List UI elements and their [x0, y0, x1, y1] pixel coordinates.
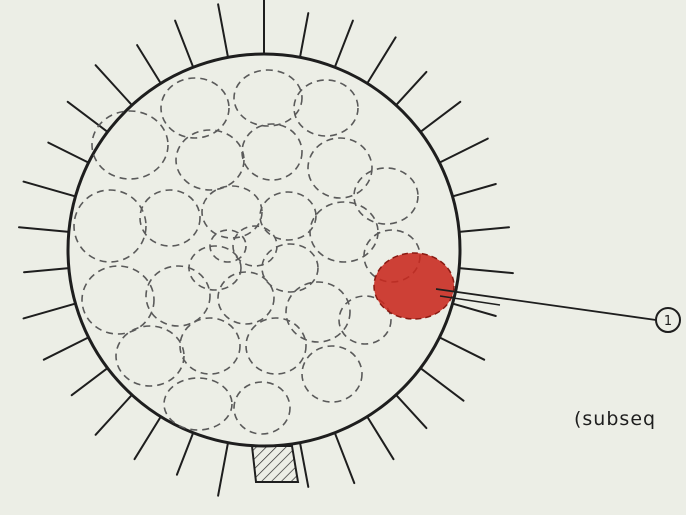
spike-line [68, 102, 108, 132]
callout-marker-number: 1 [664, 314, 672, 329]
spike-line [135, 417, 161, 460]
spike-line [396, 72, 426, 105]
dashed-cell [176, 130, 244, 190]
spike-line [24, 304, 76, 319]
spike-line [335, 21, 353, 68]
dashed-cell [260, 192, 316, 240]
spike-line [48, 143, 88, 163]
spike-line [175, 21, 193, 68]
spike-line [420, 102, 460, 132]
dashed-cell [189, 246, 241, 290]
spike-line [300, 443, 308, 487]
spike-line [440, 139, 488, 163]
radiating-spikes [19, 0, 513, 496]
dashed-cell [202, 186, 262, 238]
spike-line [24, 182, 76, 197]
dashed-inner-cells [74, 70, 420, 434]
spike-line [453, 184, 496, 196]
dashed-cell [82, 266, 154, 334]
dashed-cell [180, 318, 240, 374]
highlighted-cell [374, 253, 454, 319]
dashed-cell [354, 168, 418, 224]
main-circle-outline [68, 54, 460, 446]
spike-line [218, 4, 228, 57]
dashed-cell [308, 138, 372, 198]
dashed-cell [294, 80, 358, 136]
spike-line [453, 304, 496, 316]
dashed-cell [92, 111, 168, 179]
spike-line [96, 395, 132, 435]
dashed-cell [234, 382, 290, 434]
dashed-cell [161, 78, 229, 138]
dashed-cell [310, 202, 378, 262]
dashed-cell [164, 378, 232, 430]
spike-line [137, 45, 161, 83]
dashed-cell [233, 226, 277, 266]
spike-line [44, 337, 89, 359]
spike-line [19, 227, 69, 232]
dashed-cell [302, 346, 362, 402]
dashed-cell [74, 190, 146, 262]
spike-line [459, 227, 509, 232]
callout-leader-line [436, 289, 656, 320]
spike-line [396, 395, 426, 428]
spike-line [218, 443, 228, 496]
spike-line [367, 417, 393, 460]
dashed-cell [140, 190, 200, 246]
dashed-cell [262, 244, 318, 292]
hatched-stalk [252, 446, 298, 482]
spike-line [300, 13, 308, 57]
spike-line [96, 65, 132, 105]
spike-line [459, 268, 513, 273]
dashed-cell [218, 272, 274, 324]
spike-line [24, 268, 69, 272]
dashed-cell [242, 124, 302, 180]
caption-fragment: (subseq [574, 408, 656, 430]
spike-line [335, 433, 355, 483]
spike-line [420, 368, 463, 401]
dashed-cell [246, 318, 306, 374]
spike-line [367, 37, 395, 83]
spike-line [440, 337, 485, 359]
dashed-cell [234, 70, 302, 126]
spike-line [177, 433, 193, 475]
spike-line [72, 368, 108, 395]
dashed-cell [116, 326, 184, 386]
dashed-cell [146, 266, 210, 326]
